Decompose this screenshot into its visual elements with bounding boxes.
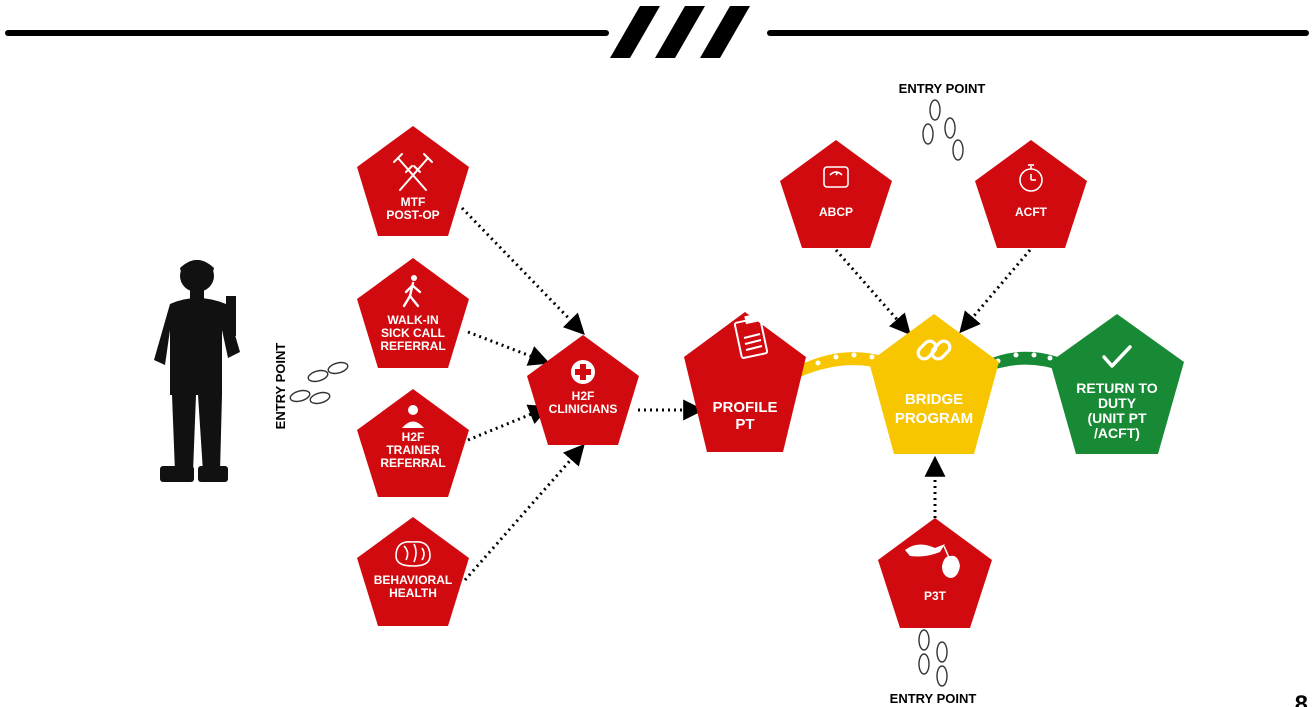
chain-link-icon xyxy=(916,339,952,361)
node-acft: ACFT xyxy=(975,140,1087,248)
arrow-trainer-to-clinicians xyxy=(467,404,550,442)
svg-text:ABCP: ABCP xyxy=(819,205,853,219)
page-number: 8 xyxy=(1295,691,1308,707)
crutches-icon xyxy=(393,153,433,191)
arrow-mtf-to-clinicians xyxy=(460,206,585,336)
medical-cross-icon xyxy=(571,360,595,384)
belt-profile-to-bridge xyxy=(800,352,895,377)
soldier-silhouette xyxy=(154,260,240,482)
footprints-left-icon xyxy=(289,361,349,405)
node-p3t: P3T xyxy=(878,518,992,628)
svg-text:ACFT: ACFT xyxy=(1015,205,1048,219)
clipboard-icon xyxy=(733,313,769,359)
connectors xyxy=(460,206,1032,581)
trainer-icon xyxy=(402,405,424,428)
svg-text:P3T: P3T xyxy=(924,589,947,603)
stopwatch-icon xyxy=(1019,164,1043,192)
scale-icon xyxy=(823,166,849,188)
arrow-behavioral-to-clinicians xyxy=(463,443,585,581)
footprints-bottom-icon xyxy=(918,629,948,687)
arrow-walkin-to-clinicians xyxy=(467,330,550,366)
arrow-abcp-to-bridge xyxy=(834,249,911,336)
brain-icon xyxy=(395,540,431,567)
entry-point-top: ENTRY POINT xyxy=(899,81,986,96)
node-abcp: ABCP xyxy=(780,140,892,248)
checkmark-icon xyxy=(1102,345,1132,368)
footprints-top-icon xyxy=(922,99,964,161)
entry-point-left: ENTRY POINT xyxy=(273,343,288,430)
entry-point-bottom: ENTRY POINT xyxy=(890,691,977,706)
walking-person-icon xyxy=(402,275,422,308)
stork-icon xyxy=(905,544,960,578)
stripes-logo-icon xyxy=(610,6,750,58)
arrow-acft-to-bridge xyxy=(959,249,1032,334)
